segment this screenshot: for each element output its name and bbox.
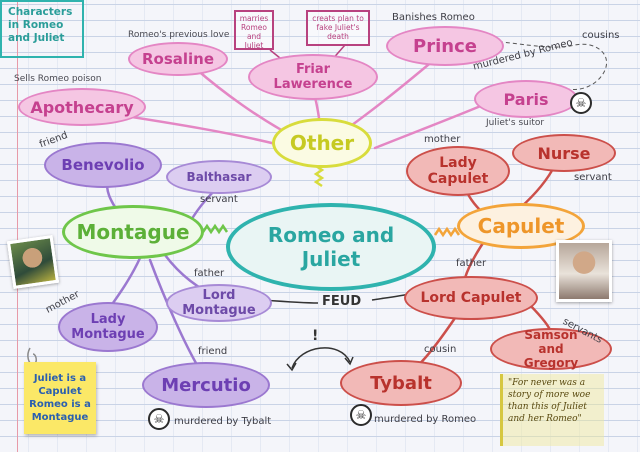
apothecary-annotation: Sells Romeo poison (14, 74, 102, 84)
node-lady-capulet: Lady Capulet (406, 146, 510, 196)
lady-capulet-annotation: mother (424, 134, 461, 145)
node-lord-capulet: Lord Capulet (404, 276, 538, 320)
capulet-photo (556, 240, 612, 302)
mercutio-annotation: friend (198, 346, 228, 357)
quote-box: "For never was a story of more woe than … (500, 374, 604, 446)
nurse-annotation: servant (574, 172, 612, 183)
lord-montague-annotation: father (194, 268, 225, 279)
node-tybalt: Tybalt (340, 360, 462, 406)
hub-other: Other (272, 118, 372, 168)
mercutio-murdered-annotation: murdered by Tybalt (174, 416, 272, 427)
node-balthasar: Balthasar (166, 160, 272, 194)
node-friar: Friar Lawerence (248, 54, 378, 100)
juliet-photo (6, 235, 60, 289)
friar-note-marries: marries Romeo and Juliet (234, 10, 274, 50)
node-prince: Prince (386, 26, 504, 66)
skull-icon-tybalt: ☠ (350, 404, 372, 426)
skull-icon-paris: ☠ (570, 92, 592, 114)
node-mercutio: Mercutio (142, 362, 270, 408)
node-paris: Paris (474, 80, 578, 118)
paris-suitor-annotation: Juliet's suitor (486, 118, 545, 128)
node-lady-montague: Lady Montague (58, 302, 158, 352)
node-nurse: Nurse (512, 134, 616, 172)
lord-capulet-annotation: father (456, 258, 487, 269)
tybalt-murdered-annotation: murdered by Romeo (374, 414, 477, 425)
friar-note-plan: creats plan to fake Juliet's death (306, 10, 370, 46)
center-node: Romeo and Juliet (226, 203, 436, 291)
node-rosaline: Rosaline (128, 42, 228, 76)
node-apothecary: Apothecary (18, 88, 146, 126)
node-benevolio: Benevolio (44, 142, 162, 188)
tybalt-cousin-annotation: cousin (424, 344, 457, 355)
prince-annotation: Banishes Romeo (392, 12, 475, 23)
skull-icon-mercutio: ☠ (148, 408, 170, 430)
sticky-note: Juliet is a Capulet Romeo is a Montague (24, 362, 96, 434)
hub-montague: Montague (62, 205, 204, 259)
node-lord-montague: Lord Montague (166, 284, 272, 322)
feud-label: FEUD (322, 294, 362, 309)
page-title: Characters in Romeo and Juliet (0, 0, 84, 58)
balthasar-annotation: servant (200, 194, 238, 205)
node-samson-gregory: Samson and Gregory (490, 328, 612, 370)
conflict-mark: ! (312, 328, 319, 344)
cousins-annotation: cousins (582, 30, 620, 41)
rosaline-annotation: Romeo's previous love (128, 30, 230, 40)
hub-capulet: Capulet (457, 203, 585, 249)
